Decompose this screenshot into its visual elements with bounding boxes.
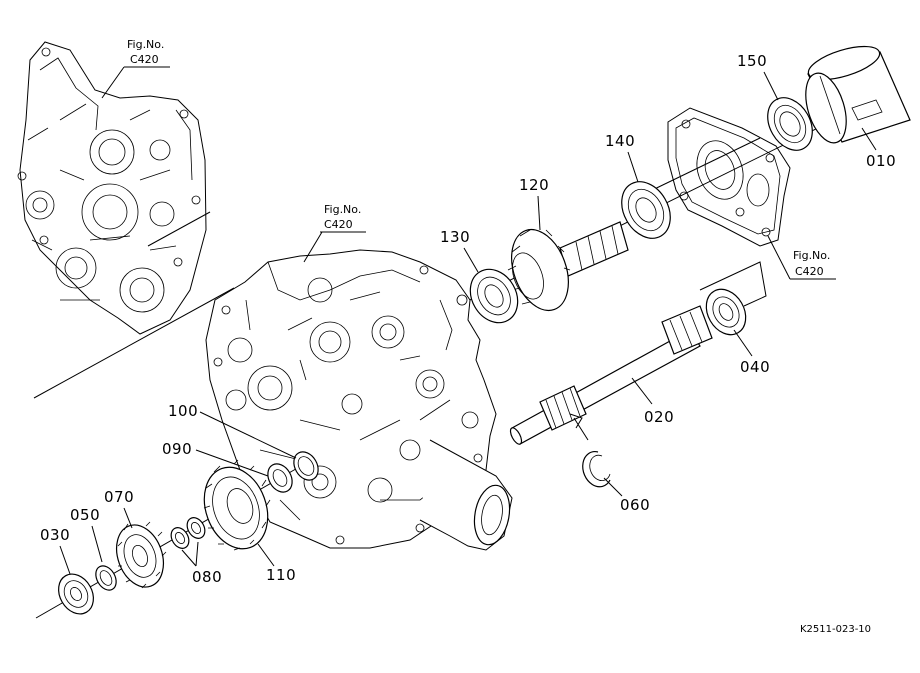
part-040-ball-bearing <box>705 288 747 336</box>
part-label-040: 040 <box>740 358 770 376</box>
figure-ref-center: Fig.No. C420 <box>303 203 366 263</box>
part-050-thrust-washer <box>95 565 117 591</box>
part-label-080: 080 <box>192 568 222 586</box>
part-label-090: 090 <box>162 440 192 458</box>
part-label-100: 100 <box>168 402 198 420</box>
part-label-150: 150 <box>737 52 767 70</box>
part-label-010: 010 <box>866 152 896 170</box>
figure-ref-right: Fig.No. C420 <box>767 235 836 280</box>
part-label-070: 070 <box>104 488 134 506</box>
part-150-oil-seal <box>767 97 813 151</box>
part-140-ball-bearing <box>621 181 671 239</box>
figure-ref-number: C420 <box>130 53 159 66</box>
part-label-060: 060 <box>620 496 650 514</box>
part-090-collar <box>267 463 293 493</box>
drawing-code: K2511-023-10 <box>800 624 871 635</box>
part-label-110: 110 <box>266 566 296 584</box>
part-label-020: 020 <box>644 408 674 426</box>
upper-case-housing <box>17 41 207 335</box>
part-010-sleeve <box>805 45 911 144</box>
figure-ref-label: Fig.No. <box>793 249 830 262</box>
part-label-140: 140 <box>605 132 635 150</box>
part-110-gear <box>203 459 271 551</box>
figure-ref-top-left: Fig.No. C420 <box>101 38 170 99</box>
figure-ref-label: Fig.No. <box>127 38 164 51</box>
part-020-main-shaft <box>509 305 713 445</box>
part-100-needle-bearing <box>293 451 319 481</box>
part-label-030: 030 <box>40 526 70 544</box>
part-030-ball-bearing <box>58 573 94 615</box>
part-label-120: 120 <box>519 176 549 194</box>
part-130-ball-bearing <box>469 268 519 324</box>
part-label-050: 050 <box>70 506 100 524</box>
part-060-snap-ring <box>569 413 611 488</box>
figure-ref-number: C420 <box>795 265 824 278</box>
part-label-130: 130 <box>440 228 470 246</box>
part-070-gear <box>116 521 167 589</box>
part-120-gear-shaft <box>507 221 629 312</box>
figure-ref-label: Fig.No. <box>324 203 361 216</box>
rear-cover-plate <box>667 107 791 247</box>
part-080-needle-bearing <box>170 517 206 549</box>
figure-ref-number: C420 <box>324 218 353 231</box>
